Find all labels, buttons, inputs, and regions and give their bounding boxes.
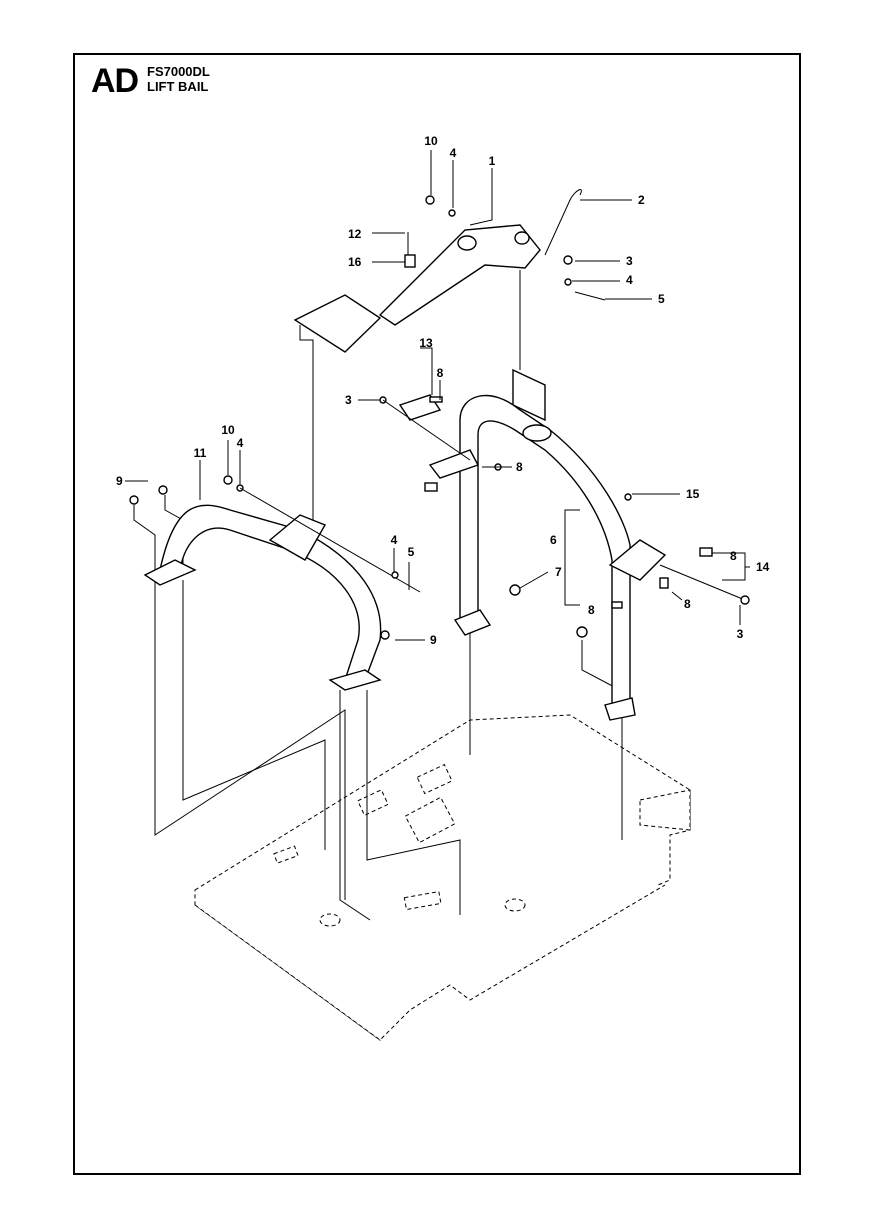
callout-10-left: 10 <box>221 423 235 437</box>
callout-10-top: 10 <box>424 134 438 148</box>
drawing-frame <box>73 53 801 1175</box>
callout-11: 11 <box>194 446 207 460</box>
callout-3-left: 3 <box>345 393 352 407</box>
callout-12: 12 <box>348 227 362 241</box>
callout-8-mid: 8 <box>437 366 444 380</box>
callout-14: 14 <box>756 560 770 574</box>
callout-6: 6 <box>550 533 557 547</box>
callout-9-left: 9 <box>116 474 123 488</box>
callout-8-latch: 8 <box>684 597 691 611</box>
callout-5-top: 5 <box>658 292 665 306</box>
callout-3-top: 3 <box>626 254 633 268</box>
callout-8-hoop: 8 <box>588 603 595 617</box>
callout-1: 1 <box>489 154 496 168</box>
assembly-title: LIFT BAIL <box>147 79 209 94</box>
callout-7: 7 <box>555 565 562 579</box>
callout-4-lower: 4 <box>391 533 398 547</box>
callout-16: 16 <box>348 255 362 269</box>
callout-4-top: 4 <box>450 146 457 160</box>
left-hoop <box>143 504 382 691</box>
callout-8-right: 8 <box>730 549 737 563</box>
callout-15: 15 <box>686 487 700 501</box>
callout-3-right: 3 <box>737 627 744 641</box>
top-bracket <box>293 224 546 422</box>
chassis-frame <box>194 714 691 1041</box>
section-code: AD <box>91 62 139 100</box>
hardware <box>129 189 750 640</box>
callout-13: 13 <box>419 336 433 350</box>
right-hoop <box>453 394 667 721</box>
callout-2: 2 <box>638 193 645 207</box>
callout-4-left: 4 <box>237 436 244 450</box>
model-title: FS7000DL <box>147 64 210 79</box>
callout-9-lower: 9 <box>430 633 437 647</box>
callout-8-bracket: 8 <box>516 460 523 474</box>
callouts: 10 4 1 2 3 4 5 12 16 13 8 3 8 10 4 9 11 … <box>116 134 770 647</box>
callout-5-lower: 5 <box>408 545 415 559</box>
callout-leaders <box>125 150 750 641</box>
callout-4-right: 4 <box>626 273 633 287</box>
